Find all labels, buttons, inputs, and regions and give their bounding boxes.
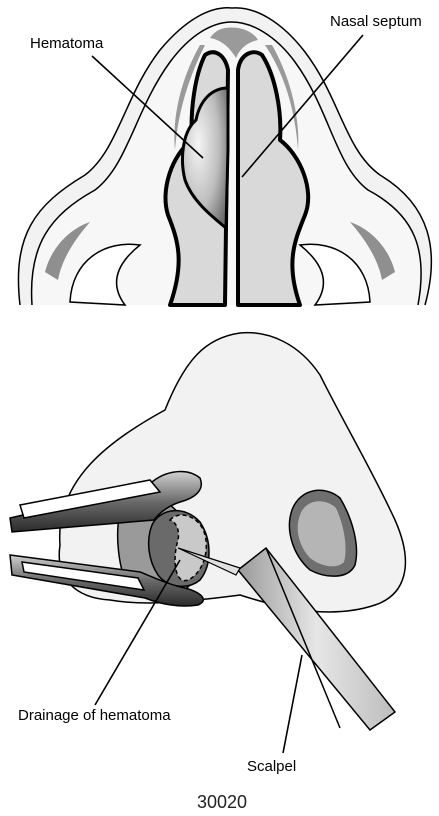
nose-external-view [10, 333, 405, 753]
label-hematoma: Hematoma [30, 35, 104, 52]
label-scalpel: Scalpel [247, 758, 296, 775]
label-drainage: Drainage of hematoma [18, 707, 171, 724]
label-nasal-septum: Nasal septum [330, 13, 422, 30]
scalpel-leader [283, 655, 302, 753]
nose-cross-section [18, 8, 431, 305]
figure-number: 30020 [197, 792, 247, 812]
